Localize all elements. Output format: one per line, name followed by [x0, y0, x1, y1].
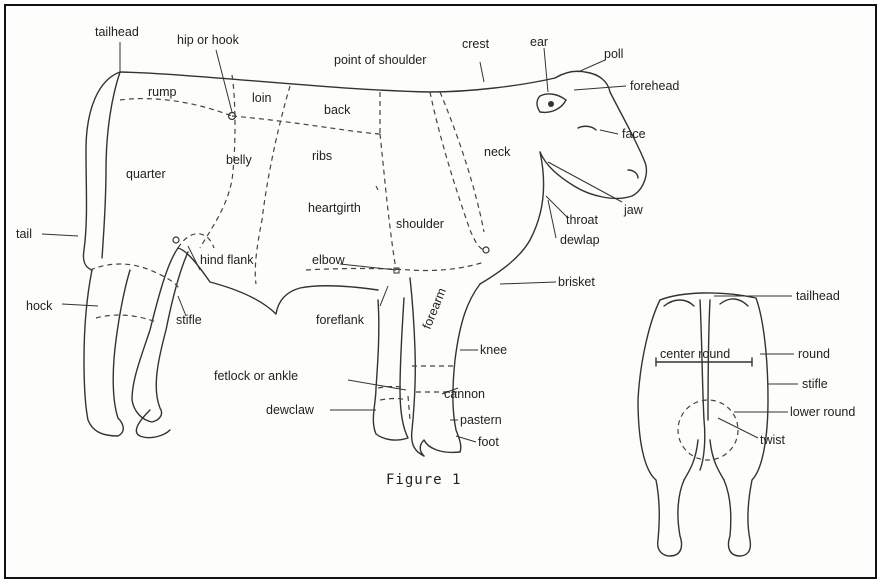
label-tail: tail [16, 227, 32, 241]
label-poll: poll [604, 47, 623, 61]
label-pastern: pastern [460, 413, 502, 427]
label-jaw: jaw [623, 203, 644, 217]
label-belly: belly [226, 153, 252, 167]
label-heartgirth: heartgirth [308, 201, 361, 215]
label-loin: loin [252, 91, 272, 105]
rear-label-lower-round: lower round [790, 405, 855, 419]
figure-caption: Figure 1 [386, 472, 461, 488]
label-dewlap: dewlap [560, 233, 600, 247]
label-back: back [324, 103, 351, 117]
label-shoulder: shoulder [396, 217, 444, 231]
cow-side-view [83, 71, 646, 456]
label-foreflank: foreflank [316, 313, 365, 327]
cow-rear-view [638, 293, 768, 556]
label-brisket: brisket [558, 275, 595, 289]
label-throat: throat [566, 213, 598, 227]
label-fetlock-or-ankle: fetlock or ankle [214, 369, 298, 383]
label-neck: neck [484, 145, 511, 159]
rear-view-labels: tailhead center round round stifle lower… [660, 289, 855, 447]
label-elbow: elbow [312, 253, 346, 267]
label-ear: ear [530, 35, 548, 49]
label-point-of-shoulder: point of shoulder [334, 53, 426, 67]
label-hind-flank: hind flank [200, 253, 254, 267]
label-foot: foot [478, 435, 499, 449]
label-crest: crest [462, 37, 490, 51]
label-forehead: forehead [630, 79, 679, 93]
rear-label-stifle: stifle [802, 377, 828, 391]
label-dewclaw: dewclaw [266, 403, 315, 417]
label-stifle: stifle [176, 313, 202, 327]
label-rump: rump [148, 85, 177, 99]
label-quarter: quarter [126, 167, 166, 181]
label-hock: hock [26, 299, 53, 313]
label-forearm: forearm [420, 286, 449, 331]
leader-lines [42, 42, 798, 442]
label-cannon: cannon [444, 387, 485, 401]
label-ribs: ribs [312, 149, 332, 163]
rear-label-round: round [798, 347, 830, 361]
rear-label-twist: twist [760, 433, 786, 447]
label-hip-or-hook: hip or hook [177, 33, 240, 47]
label-face: face [622, 127, 646, 141]
label-knee: knee [480, 343, 507, 357]
rear-label-tailhead: tailhead [796, 289, 840, 303]
rear-label-center-round: center round [660, 347, 730, 361]
label-tailhead: tailhead [95, 25, 139, 39]
